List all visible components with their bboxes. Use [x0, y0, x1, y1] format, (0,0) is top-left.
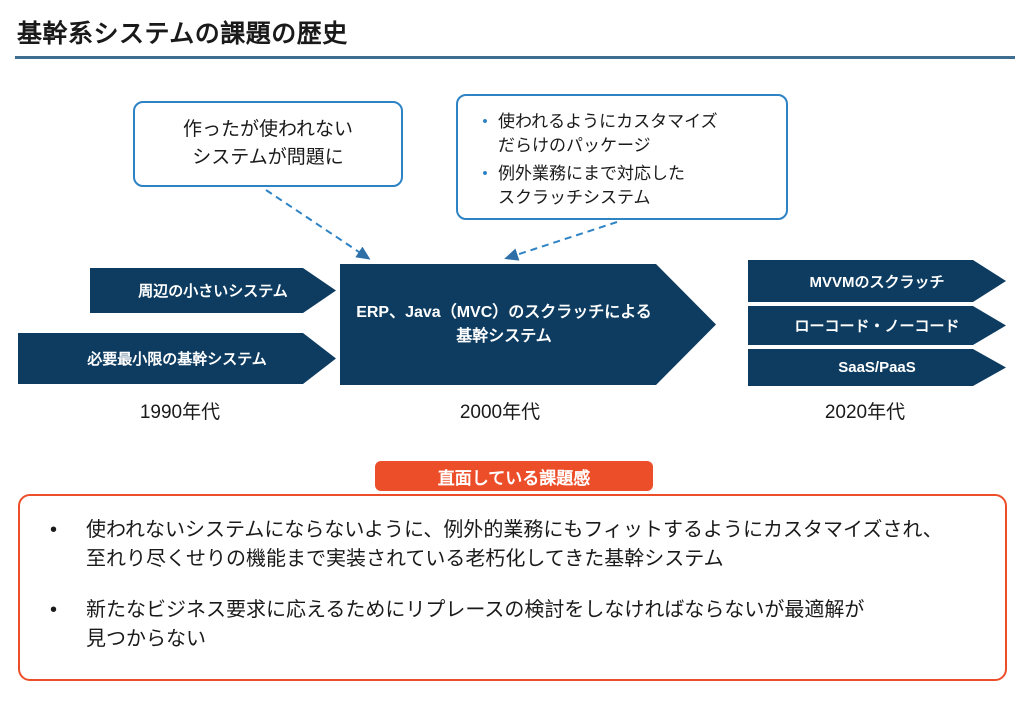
issue-list-item: • 使われないシステムにならないように、例外的業務にもフィットするようにカスタマ…	[42, 516, 983, 574]
callout-bullet-text: 使われるようにカスタマイズ だらけのパッケージ	[498, 112, 718, 156]
chevron-mvvm-scratch: MVVMのスクラッチ	[748, 260, 1006, 302]
callout-unused-line-1: 作ったが使われない	[182, 119, 354, 141]
chevron-label: MVVMのスクラッチ	[809, 273, 945, 291]
era-label-2020: 2020年代	[824, 402, 906, 423]
title-divider	[15, 56, 1015, 59]
chevron-label: ローコード・ノーコード	[794, 318, 960, 335]
callout-unused-line-2: システムが問題に	[192, 147, 344, 168]
issues-banner-label: 直面している課題感	[437, 468, 591, 488]
bullet-dot-icon: •	[482, 113, 488, 130]
chevron-minimal-core-system: 必要最小限の基幹システム	[18, 333, 336, 384]
issue-text: 使われないシステムにならないように、例外的業務にもフィットするようにカスタマイズ…	[86, 519, 943, 570]
issue-list-item: • 新たなビジネス要求に応えるためにリプレースの検討をしなければならないが最適解…	[42, 596, 983, 654]
page-title: 基幹系システムの課題の歴史	[17, 20, 348, 48]
chevron-label: 周辺の小さいシステム	[138, 283, 288, 300]
callout-bullet-text: 例外業務にまで対応した スクラッチシステム	[498, 164, 685, 208]
callout-customization: • 使われるようにカスタマイズ だらけのパッケージ • 例外業務にまで対応した …	[456, 94, 788, 220]
chevron-lowcode-nocode: ローコード・ノーコード	[748, 306, 1006, 345]
issues-box: • 使われないシステムにならないように、例外的業務にもフィットするようにカスタマ…	[18, 494, 1007, 681]
era-label-1990: 1990年代	[139, 402, 221, 423]
connector-custom-to-core	[504, 221, 618, 261]
callout-unused-system: 作ったが使われない システムが問題に	[133, 101, 403, 187]
callout-bullet-item: • 使われるようにカスタマイズ だらけのパッケージ	[472, 110, 772, 158]
issue-text: 新たなビジネス要求に応えるためにリプレースの検討をしなければならないが最適解が …	[86, 599, 865, 650]
callout-bullet-item: • 例外業務にまで対応した スクラッチシステム	[472, 162, 772, 210]
era-label-2000: 2000年代	[459, 402, 541, 423]
connector-unused-to-core	[265, 189, 371, 260]
chevron-label: SaaS/PaaS	[838, 359, 916, 376]
issues-banner: 直面している課題感	[375, 461, 653, 491]
chevron-peripheral-systems: 周辺の小さいシステム	[90, 268, 336, 313]
bullet-dot-icon: •	[482, 165, 488, 183]
bullet-dot-icon: •	[50, 599, 58, 621]
chevron-label: 必要最小限の基幹システム	[87, 351, 267, 368]
bullet-dot-icon: •	[50, 519, 58, 541]
callout-unused-system-text: 作ったが使われない システムが問題に	[183, 116, 353, 171]
chevron-label: ERP、Java（MVC）のスクラッチによる 基幹システム	[356, 303, 652, 345]
chevron-erp-java-scratch: ERP、Java（MVC）のスクラッチによる 基幹システム	[340, 264, 716, 385]
chevron-saas-paas: SaaS/PaaS	[748, 349, 1006, 386]
